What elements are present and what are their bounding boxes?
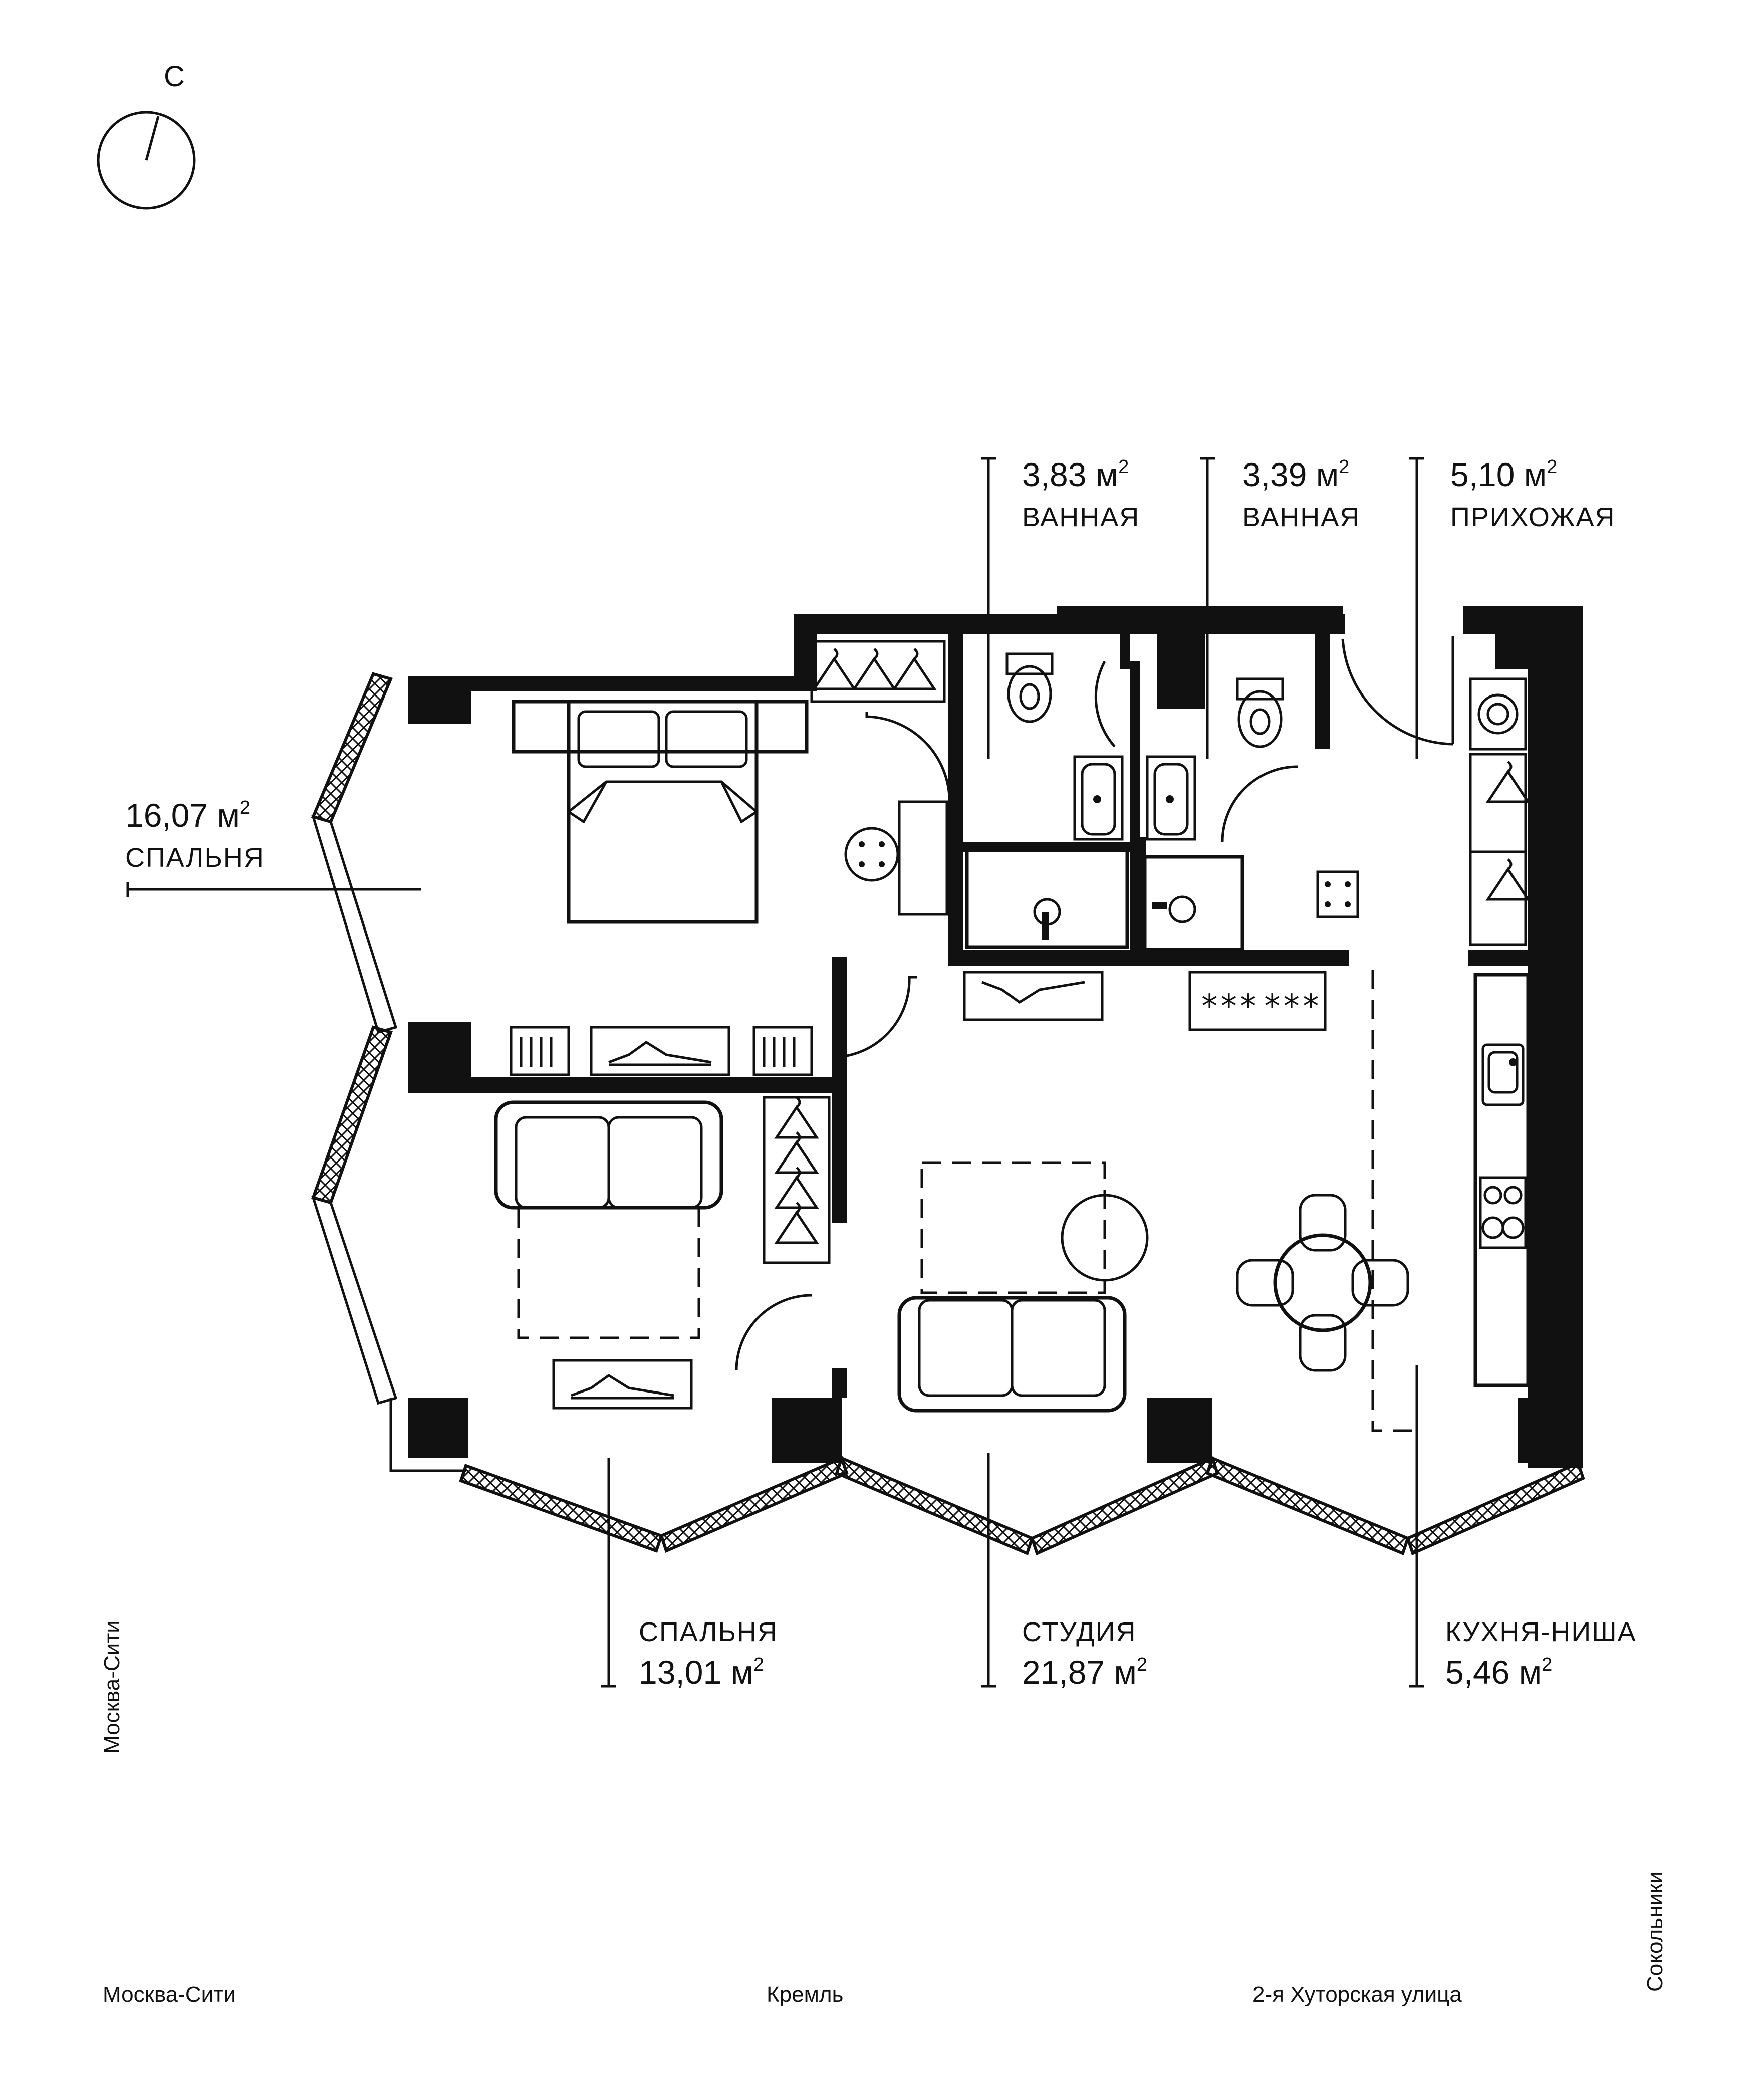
orientation-bottom-left: Москва-Сити: [103, 1982, 236, 2007]
orientation-bottom-center: Кремль: [767, 1982, 843, 2007]
shower-icon: [1143, 855, 1244, 952]
bed-icon: [512, 700, 809, 924]
svg-text:***: ***: [1200, 988, 1258, 1025]
wardrobe-icon: [1316, 870, 1359, 918]
room-area: 3,39 м: [1242, 456, 1339, 493]
orientation-right: Сокольники: [1643, 1871, 1667, 1992]
kitchen-zone-outline: [1371, 970, 1423, 1432]
orientation-left: Москва-Сити: [100, 1620, 124, 1754]
sink-icon: [1146, 755, 1196, 841]
room-label-bedroom-1: 16,07 м2 СПАЛЬНЯ: [125, 797, 421, 897]
sofa-icon: [897, 1161, 1149, 1413]
wardrobe-icon: [763, 1096, 831, 1264]
svg-text:21,87 м2: 21,87 м2: [1022, 1654, 1147, 1691]
svg-text:3,39 м2: 3,39 м2: [1242, 456, 1349, 493]
compass-north-label: С: [164, 60, 185, 93]
room-area: 16,07 м: [125, 797, 240, 834]
svg-text:16,07 м2: 16,07 м2: [125, 797, 250, 834]
svg-text:5,46 м2: 5,46 м2: [1445, 1654, 1552, 1691]
kitchen-counter: [1473, 973, 1530, 1387]
room-label-bath-2: 3,39 м2 ВАННАЯ: [1200, 456, 1360, 759]
wardrobe-icon: [1469, 753, 1528, 946]
orientation-bottom-right: 2-я Хуторская улица: [1252, 1982, 1462, 2007]
room-area: 5,46 м: [1445, 1654, 1542, 1691]
tv-unit-icon: [963, 971, 1104, 1021]
toilet-icon: [1236, 677, 1284, 748]
radiator-icon: [510, 1026, 813, 1076]
room-area: 21,87 м: [1022, 1654, 1137, 1691]
sink-icon: [1073, 755, 1124, 841]
room-name: СПАЛЬНЯ: [639, 1617, 778, 1647]
doors: [735, 636, 1454, 1371]
svg-text:5,10 м2: 5,10 м2: [1450, 456, 1557, 493]
svg-text:***: ***: [1263, 988, 1321, 1025]
wardrobe-icon: *** ***: [1188, 971, 1327, 1031]
stove-icon: [1479, 1176, 1527, 1249]
toilet-icon: [1005, 652, 1054, 723]
room-name: ВАННАЯ: [1022, 502, 1140, 532]
room-name: СПАЛЬНЯ: [125, 843, 265, 873]
room-name: ПРИХОЖАЯ: [1450, 502, 1616, 532]
shower-icon: [965, 847, 1129, 949]
room-label-kitchen: КУХНЯ-НИША 5,46 м2: [1409, 1365, 1637, 1691]
washing-machine-icon: [1469, 677, 1527, 751]
room-name: ВАННАЯ: [1242, 502, 1360, 532]
dining-table-icon: [1236, 1194, 1409, 1372]
room-name: КУХНЯ-НИША: [1445, 1617, 1637, 1647]
room-label-studio: СТУДИЯ 21,87 м2: [981, 1453, 1147, 1691]
room-area: 5,10 м: [1450, 456, 1547, 493]
facade-windows: [311, 672, 1585, 1556]
svg-text:3,83 м2: 3,83 м2: [1022, 456, 1129, 493]
compass-icon: С: [97, 60, 196, 210]
side-table-icon: [844, 827, 899, 882]
room-area: 13,01 м: [639, 1654, 753, 1691]
wardrobe-icon: [810, 640, 948, 916]
room-label-bedroom-2: СПАЛЬНЯ 13,01 м2: [601, 1458, 778, 1691]
tv-unit-icon: [552, 1359, 693, 1410]
svg-text:13,01 м2: 13,01 м2: [639, 1654, 764, 1691]
room-label-hallway: 5,10 м2 ПРИХОЖАЯ: [1409, 456, 1616, 759]
walls: [408, 606, 1583, 1468]
sofa-icon: [494, 1100, 723, 1339]
sink-icon: [1481, 1043, 1525, 1106]
tv-unit-icon: [590, 1026, 730, 1076]
room-area: 3,83 м: [1022, 456, 1118, 493]
room-label-bath-1: 3,83 м2 ВАННАЯ: [981, 456, 1140, 759]
room-name: СТУДИЯ: [1022, 1617, 1136, 1647]
